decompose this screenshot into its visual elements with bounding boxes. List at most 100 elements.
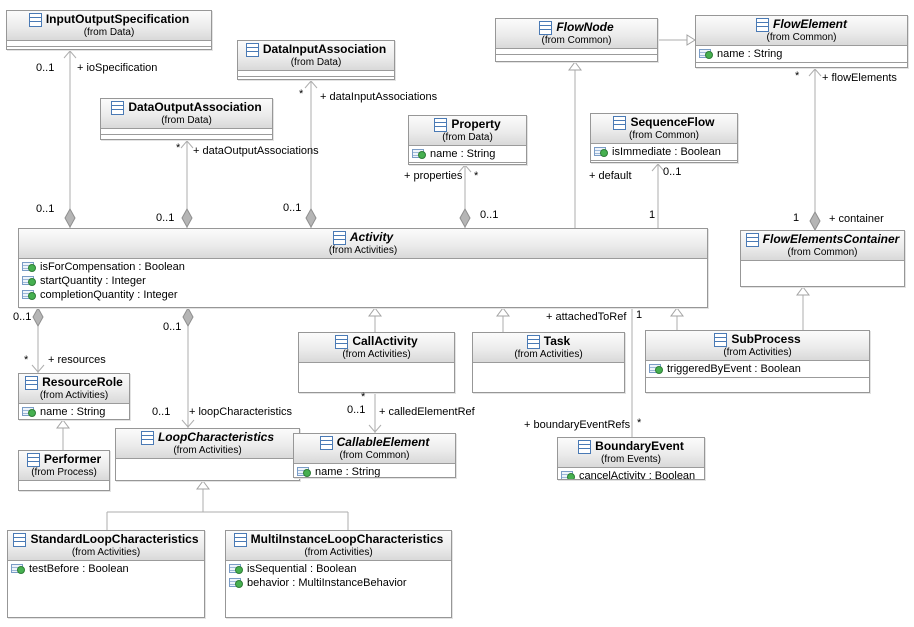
class-flownode[interactable]: FlowNode (from Common) — [495, 18, 658, 62]
class-name: SequenceFlow — [630, 115, 715, 130]
class-activity[interactable]: Activity (from Activities) isForCompensa… — [18, 228, 708, 308]
class-dataoutputassociation[interactable]: DataOutputAssociation (from Data) — [100, 98, 273, 140]
class-package: (from Activities) — [39, 390, 109, 401]
class-performer[interactable]: Performer (from Process) — [18, 450, 110, 491]
role-label: + properties — [404, 170, 463, 182]
role-label: + dataInputAssociations — [320, 91, 438, 103]
class-name: StandardLoopCharacteristics — [30, 532, 199, 547]
class-name: CallableElement — [336, 435, 430, 450]
role-label: + attachedToRef — [546, 311, 627, 323]
class-name: FlowNode — [556, 20, 614, 35]
class-sequenceflow[interactable]: SequenceFlow (from Common) isImmediate :… — [590, 113, 738, 163]
class-package: (from Common) — [766, 32, 837, 43]
attribute: isSequential : Boolean — [229, 562, 448, 576]
class-icon — [434, 118, 448, 132]
class-package: (from Events) — [600, 454, 661, 465]
class-icon — [539, 21, 553, 35]
attribute-icon — [649, 363, 663, 374]
attribute-icon — [594, 146, 608, 157]
class-package: (from Activities) — [514, 349, 583, 360]
class-name: Performer — [43, 452, 102, 467]
role-label: + container — [829, 213, 884, 225]
class-name: BoundaryEvent — [595, 439, 684, 454]
class-icon — [335, 335, 349, 349]
class-icon — [25, 376, 39, 390]
attribute: isImmediate : Boolean — [594, 145, 734, 159]
attribute-icon — [22, 275, 36, 286]
role-label: + loopCharacteristics — [189, 406, 293, 418]
class-loopcharacteristics[interactable]: LoopCharacteristics (from Activities) — [115, 428, 300, 481]
multiplicity-label: 0..1 — [152, 406, 171, 418]
class-package: (from Activities) — [304, 547, 373, 558]
class-icon — [26, 453, 40, 467]
class-icon — [578, 440, 592, 454]
multiplicity-label: 1 — [649, 209, 656, 221]
multiplicity-label: 0..1 — [480, 209, 499, 221]
class-package: (from Activities) — [71, 547, 141, 558]
class-name: DataOutputAssociation — [128, 100, 262, 115]
class-flowelementscontainer[interactable]: FlowElementsContainer (from Common) — [740, 230, 905, 287]
multiplicity-label: 0..1 — [13, 311, 32, 323]
class-standardloopcharacteristics[interactable]: StandardLoopCharacteristics (from Activi… — [7, 530, 205, 618]
class-callactivity[interactable]: CallActivity (from Activities) — [298, 332, 455, 393]
class-name: CallActivity — [352, 334, 418, 349]
class-flowelement[interactable]: FlowElement (from Common) name : String — [695, 15, 908, 68]
attribute-icon — [22, 261, 36, 272]
class-name: DataInputAssociation — [262, 42, 387, 57]
attribute: name : String — [412, 147, 523, 161]
multiplicity-label: 1 — [793, 212, 800, 224]
class-icon — [745, 233, 759, 247]
multiplicity-label: * — [299, 88, 304, 100]
class-callableelement[interactable]: CallableElement (from Common) name : Str… — [293, 433, 456, 478]
class-inputoutputspecification[interactable]: InputOutputSpecification (from Data) — [6, 10, 212, 50]
class-package: (from Activities) — [173, 445, 242, 456]
attribute: triggeredByEvent : Boolean — [649, 362, 866, 376]
role-label: + resources — [48, 354, 106, 366]
class-multiinstanceloopcharacteristics[interactable]: MultiInstanceLoopCharacteristics (from A… — [225, 530, 452, 618]
multiplicity-label: * — [176, 142, 181, 154]
class-package: (from Data) — [290, 57, 342, 68]
attribute: behavior : MultiInstanceBehavior — [229, 576, 448, 590]
attribute-icon — [297, 466, 311, 477]
attribute-icon — [22, 289, 36, 300]
class-package: (from Activities) — [342, 349, 411, 360]
class-icon — [714, 333, 728, 347]
multiplicity-label: 0..1 — [163, 321, 182, 333]
attribute: isForCompensation : Boolean — [22, 260, 704, 274]
multiplicity-label: 0..1 — [36, 203, 55, 215]
class-package: (from Common) — [541, 35, 612, 46]
attribute: name : String — [22, 405, 126, 419]
class-icon — [13, 533, 27, 547]
role-label: + dataOutputAssociations — [193, 145, 319, 157]
class-resourcerole[interactable]: ResourceRole (from Activities) name : St… — [18, 373, 130, 420]
role-label: + ioSpecification — [77, 62, 158, 74]
multiplicity-label: 1 — [636, 309, 643, 321]
class-name: FlowElementsContainer — [762, 232, 900, 247]
attribute: startQuantity : Integer — [22, 274, 704, 288]
class-icon — [28, 13, 42, 27]
class-datainputassociation[interactable]: DataInputAssociation (from Data) — [237, 40, 395, 80]
class-package: (from Common) — [787, 247, 858, 258]
attribute-icon — [412, 148, 426, 159]
multiplicity-label: * — [361, 391, 366, 403]
multiplicity-label: 0..1 — [283, 202, 302, 214]
class-icon — [245, 43, 259, 57]
multiplicity-label: 0..1 — [347, 404, 366, 416]
role-label: + flowElements — [822, 72, 897, 84]
attribute-icon — [229, 563, 243, 574]
class-task[interactable]: Task (from Activities) — [472, 332, 625, 393]
class-icon — [526, 335, 540, 349]
class-subprocess[interactable]: SubProcess (from Activities) triggeredBy… — [645, 330, 870, 393]
multiplicity-label: * — [637, 417, 642, 429]
class-name: Task — [543, 334, 571, 349]
multiplicity-label: 0..1 — [663, 166, 682, 178]
class-name: FlowElement — [772, 17, 847, 32]
class-package: (from Data) — [442, 132, 493, 143]
class-name: Property — [451, 117, 501, 132]
class-boundaryevent[interactable]: BoundaryEvent (from Events) cancelActivi… — [557, 437, 705, 480]
role-label: + boundaryEventRefs — [524, 419, 631, 431]
class-property[interactable]: Property (from Data) name : String — [408, 115, 527, 165]
class-package: (from Data) — [83, 27, 135, 38]
multiplicity-label: 0..1 — [156, 212, 175, 224]
